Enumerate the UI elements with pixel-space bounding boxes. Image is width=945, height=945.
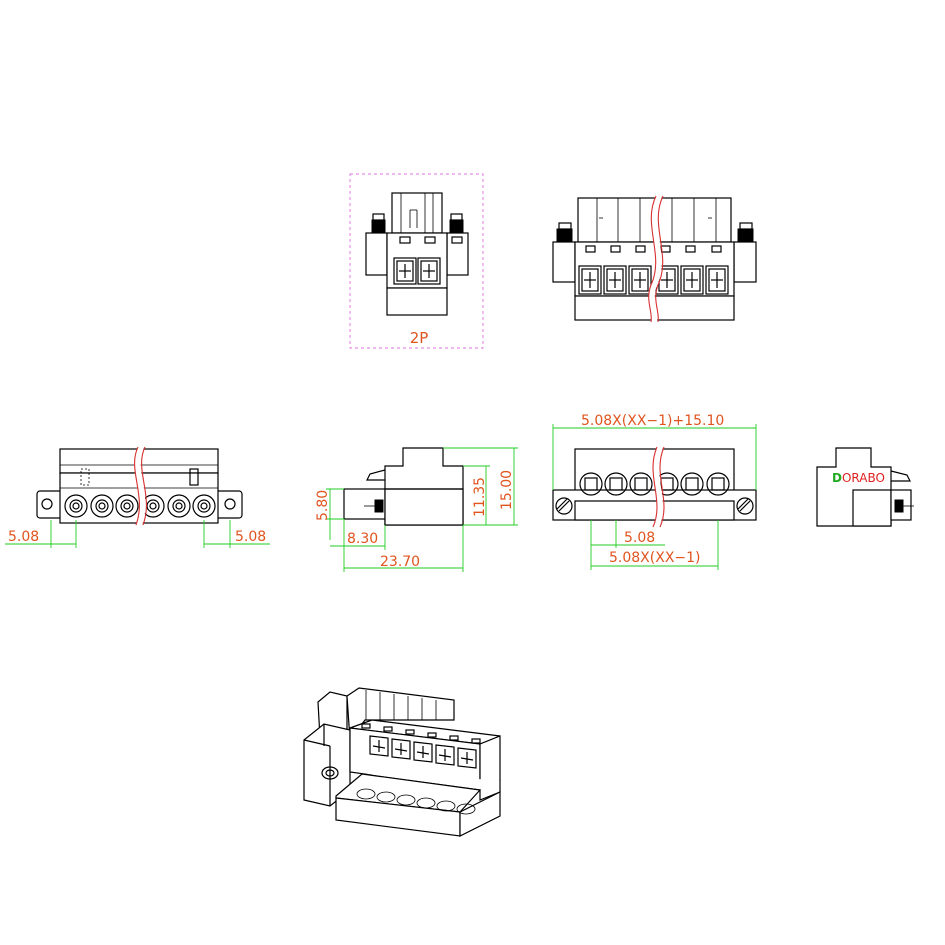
brand-logo: DORABO [832, 471, 885, 485]
span-dimension: 5.08X(XX−1) [609, 550, 701, 566]
view-frame [349, 173, 484, 349]
release-hole [393, 257, 417, 285]
height-dimension-15-00: 15.00 [499, 470, 515, 510]
height-dimension-11-35: 11.35 [472, 477, 488, 517]
release-hole [417, 257, 441, 285]
overall-width-dimension: 5.08X(XX−1)+15.10 [581, 413, 724, 429]
pitch-dimension-bottom: 5.08 [624, 530, 655, 546]
front-view-label: 2P [410, 329, 429, 347]
depth-dimension-8-30: 8.30 [347, 531, 378, 547]
front-view-2p: 2P [349, 173, 484, 349]
break-line [648, 195, 657, 323]
pitch-dimension-left: 5.08 [8, 529, 39, 545]
side-view: 11.35 15.00 5.80 8.30 23.70 [315, 447, 518, 572]
pitch-dimension-right: 5.08 [235, 529, 266, 545]
terminal-row [64, 494, 216, 518]
wire-entry-row [579, 472, 730, 496]
top-view: 5.08X(XX−1)+15.10 5.08 5.08X(XX−1) [552, 413, 757, 570]
right-side-view: DORABO [816, 447, 914, 527]
height-dimension-5-80: 5.80 [315, 490, 331, 521]
isometric-view [303, 687, 501, 837]
front-view-multi [552, 194, 757, 323]
depth-dimension-23-70: 23.70 [380, 554, 420, 570]
bottom-view: 5.08 5.08 [5, 445, 270, 548]
